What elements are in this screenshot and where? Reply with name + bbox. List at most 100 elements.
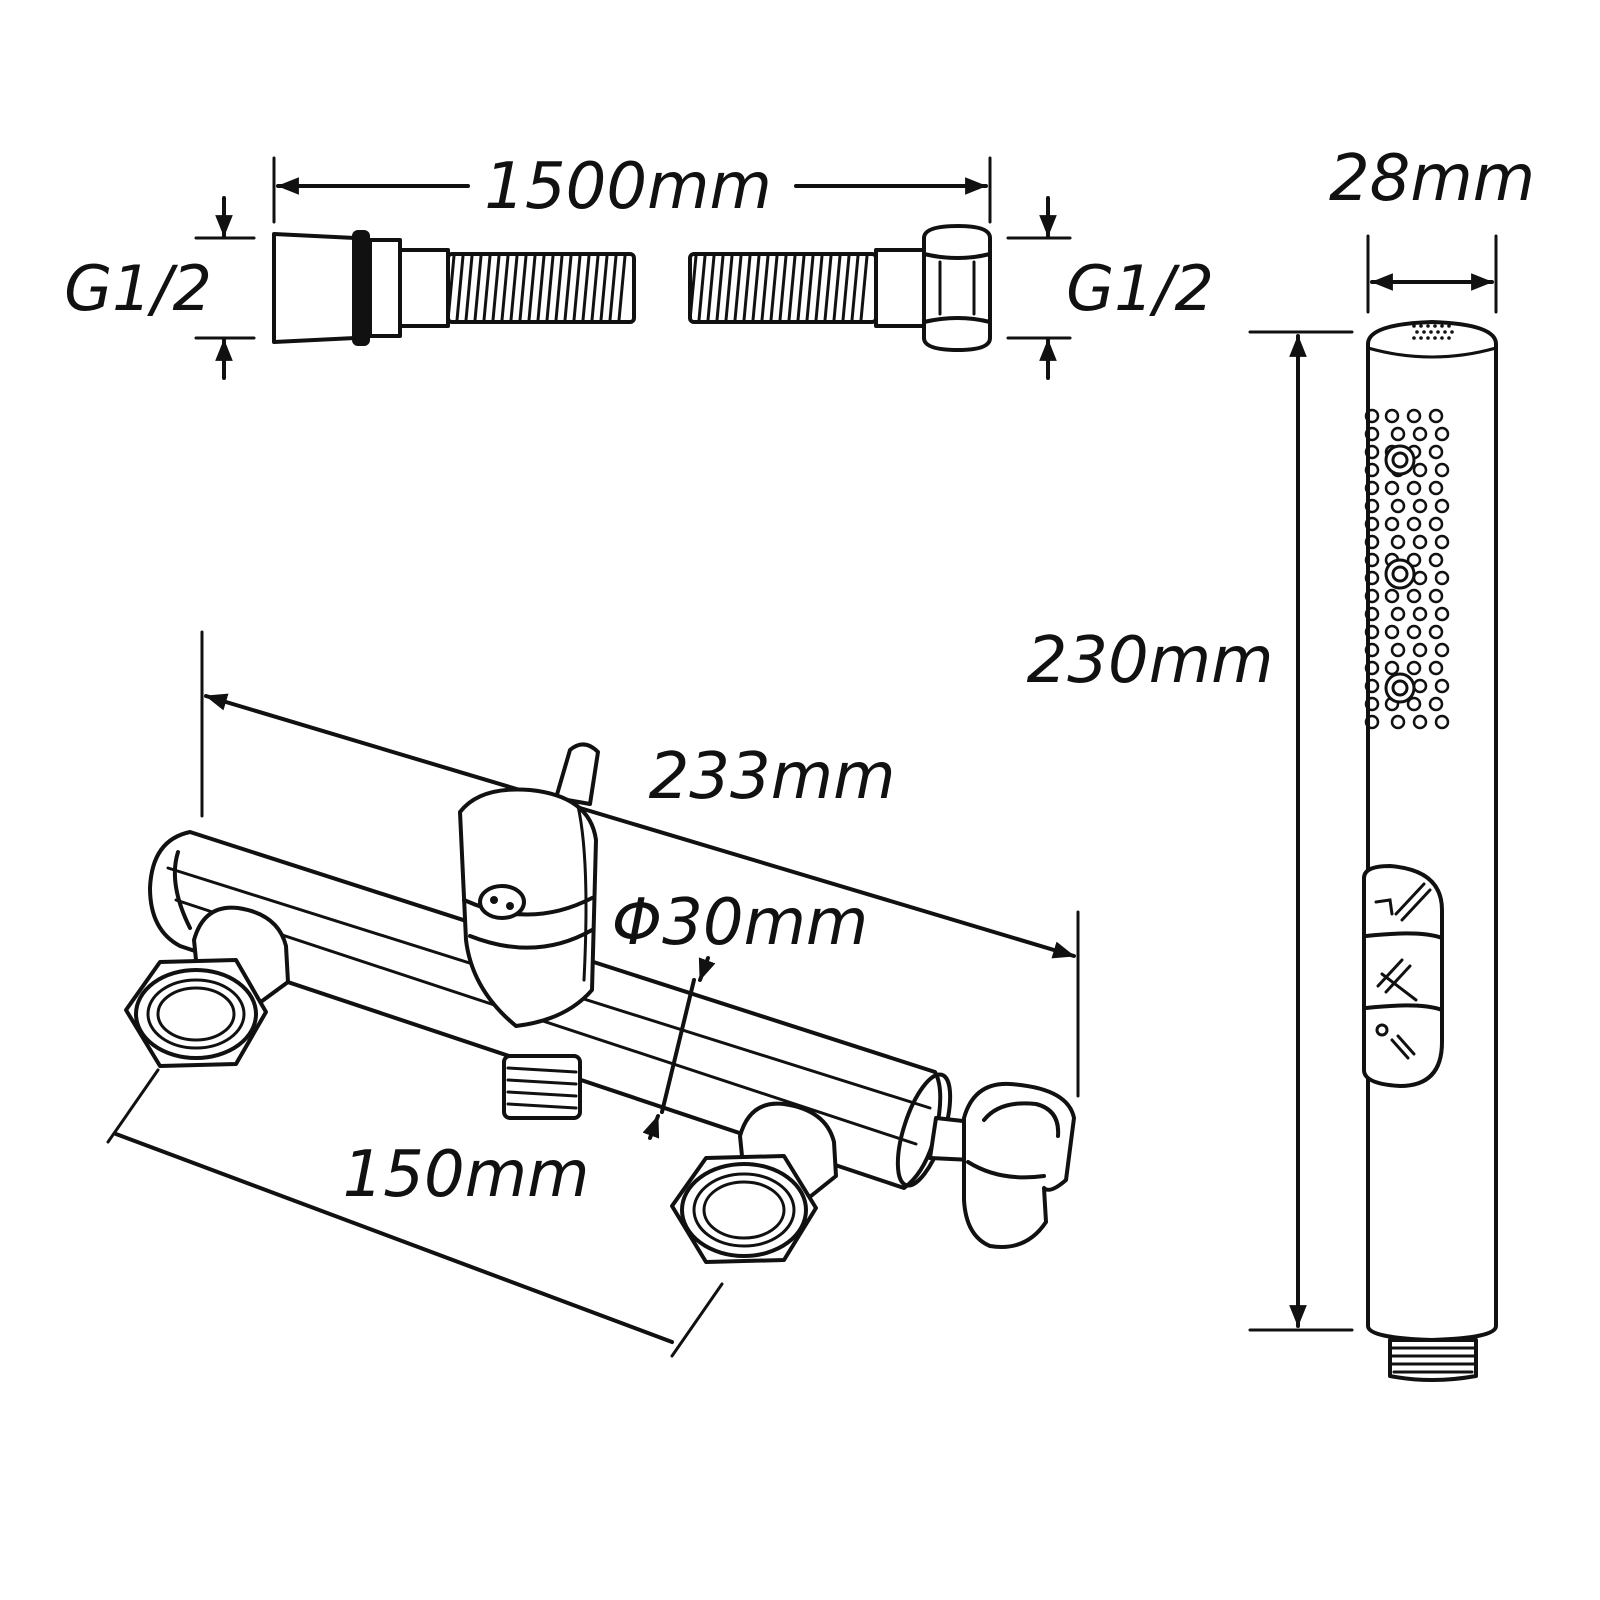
spray-nozzle <box>1364 552 1380 568</box>
hose-cone-nut-left <box>272 232 357 344</box>
hose-coil-rib <box>518 254 528 322</box>
spray-nozzle <box>1406 516 1422 532</box>
spray-nozzle <box>1364 714 1380 730</box>
spray-nozzle <box>1434 678 1450 694</box>
spray-nozzle <box>1390 606 1406 622</box>
vent-hole <box>1433 336 1437 340</box>
spray-nozzle <box>1406 552 1422 568</box>
spray-nozzle <box>1412 714 1428 730</box>
hose-sleeve-left <box>398 248 450 328</box>
hose-coil-rib <box>536 254 546 322</box>
large-spray-nozzle <box>1384 672 1416 704</box>
mixer-diameter-arrow-bottom <box>642 1114 660 1140</box>
shower-hose: 1500mm G1/2 G1/2 <box>64 150 1214 380</box>
hand-shower-body <box>1366 320 1498 1342</box>
spray-nozzle <box>1364 462 1380 478</box>
hose-coil-rib <box>581 254 591 322</box>
hand-shower-top-cap <box>1366 346 1498 359</box>
thread-right-label: G1/2 <box>1066 252 1214 325</box>
hose-sealing-ring <box>352 230 370 346</box>
hose-coil-rib <box>823 254 833 322</box>
spray-nozzle <box>1406 624 1422 640</box>
spray-nozzle <box>1406 480 1422 496</box>
hand-shower: 28mm 230mm <box>1027 142 1535 1382</box>
spray-nozzle <box>1434 714 1450 730</box>
large-spray-nozzle <box>1384 444 1416 476</box>
hose-coil-rib <box>617 254 627 322</box>
hose-coil-right <box>688 252 878 324</box>
vent-hole <box>1447 336 1451 340</box>
hose-coil-rib <box>554 254 564 322</box>
spray-nozzle <box>1390 534 1406 550</box>
hose-coil-rib <box>482 254 492 322</box>
spray-nozzle <box>1364 642 1380 658</box>
spray-nozzle <box>1434 534 1450 550</box>
spray-nozzle <box>1434 426 1450 442</box>
vent-hole <box>1422 330 1426 334</box>
button-3-icon <box>1375 1023 1416 1060</box>
hose-coil-rib <box>787 254 797 322</box>
spray-nozzle <box>1412 534 1428 550</box>
center-distance-ext-right <box>670 1282 724 1358</box>
spray-nozzle <box>1364 678 1380 694</box>
spray-nozzle <box>1428 444 1444 460</box>
large-spray-nozzle <box>1391 679 1409 697</box>
vent-hole <box>1450 330 1454 334</box>
hose-coil-rib <box>724 254 734 322</box>
hose-coil-rib <box>599 254 609 322</box>
vent-hole <box>1433 324 1437 328</box>
spray-nozzle <box>1364 480 1380 496</box>
hose-coil-rib <box>563 254 573 322</box>
vent-hole <box>1426 336 1430 340</box>
spray-nozzle <box>1434 498 1450 514</box>
spray-nozzle <box>1428 660 1444 676</box>
mixer-inlet-left <box>124 905 290 1068</box>
spray-nozzle <box>1412 642 1428 658</box>
hose-hex-nut-right <box>922 224 992 352</box>
spray-nozzle <box>1412 498 1428 514</box>
spray-nozzle <box>1384 624 1400 640</box>
large-spray-nozzle <box>1384 558 1416 590</box>
mixer-bottom-outlet <box>502 1054 582 1120</box>
hose-coil-rib <box>706 254 716 322</box>
hose-coil-rib <box>715 254 725 322</box>
hand-shower-holder <box>928 1081 1076 1249</box>
spray-nozzle <box>1406 408 1422 424</box>
vent-hole <box>1419 336 1423 340</box>
hose-coil-rib <box>733 254 743 322</box>
hose-coil-rib <box>572 254 582 322</box>
spray-nozzle <box>1428 480 1444 496</box>
spray-nozzle <box>1428 516 1444 532</box>
center-distance-ext-left <box>106 1068 160 1144</box>
hose-coil-rib <box>527 254 537 322</box>
mixer-length-label: 233mm <box>649 740 896 814</box>
spray-nozzle <box>1364 588 1380 604</box>
shower-mixer-valve: 233mm <box>106 630 1080 1358</box>
spray-nozzle <box>1390 714 1406 730</box>
spray-nozzle <box>1434 462 1450 478</box>
vent-hole <box>1426 324 1430 328</box>
spray-nozzle <box>1364 660 1380 676</box>
spray-nozzle <box>1428 624 1444 640</box>
hose-coil-rib <box>500 254 510 322</box>
spray-nozzle <box>1412 606 1428 622</box>
hand-shower-thread <box>1388 1338 1478 1382</box>
spray-mode-buttons <box>1362 864 1444 1088</box>
spray-nozzle <box>1384 660 1400 676</box>
mixer-diameter-arrow-top <box>698 956 716 982</box>
spray-nozzle <box>1364 444 1380 460</box>
hose-coil-rib <box>742 254 752 322</box>
large-spray-nozzle <box>1391 451 1409 469</box>
spray-nozzle-field <box>1364 408 1450 730</box>
hose-coil-rib <box>769 254 779 322</box>
spray-nozzle <box>1364 624 1380 640</box>
spray-nozzle <box>1434 642 1450 658</box>
hose-collar-left <box>368 238 402 338</box>
vent-hole <box>1447 324 1451 328</box>
vent-hole <box>1419 324 1423 328</box>
spray-nozzle <box>1406 588 1422 604</box>
spray-nozzle <box>1364 426 1380 442</box>
hose-coil-rib <box>805 254 815 322</box>
hose-coil-rib <box>832 254 842 322</box>
hose-coil-rib <box>697 254 707 322</box>
